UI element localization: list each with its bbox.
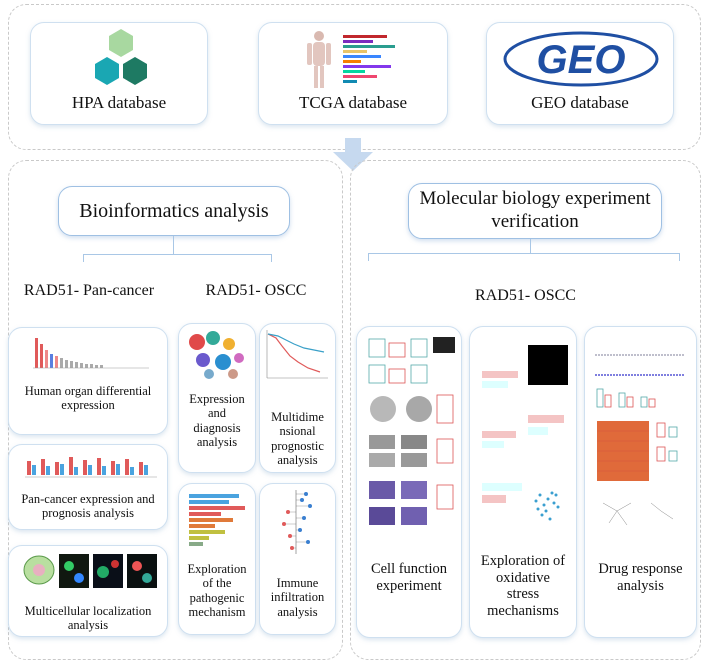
cell-function-thumbnail <box>368 337 455 525</box>
hpa-card: HPA database <box>30 22 208 125</box>
human-body-icon <box>307 31 395 88</box>
oscc-card-prognostic: Multidime nsional prognostic analysis <box>259 323 336 473</box>
oxidative-stress-card: Exploration of oxidative stress mechanis… <box>469 326 577 638</box>
pan-card-label: Human organ differential expression <box>24 384 152 413</box>
experiment-header: Molecular biology experiment verificatio… <box>408 183 662 239</box>
right-oscc-title: RAD51- OSCC <box>475 287 576 304</box>
geo-card: GEO GEO database <box>486 22 674 125</box>
pan-card-label: Multicellular localization analysis <box>24 604 152 633</box>
experiment-panel <box>350 160 701 660</box>
drug-response-card: Drug response analysis <box>584 326 697 638</box>
cell-images-thumbnail <box>23 554 157 588</box>
oscc-card-label: Multidime nsional prognostic analysis <box>271 410 324 468</box>
bioinformatics-title: Bioinformatics analysis <box>79 199 269 222</box>
pan-card-organ-expression: Human organ differential expression <box>8 327 168 435</box>
pan-card-label: Pan-cancer expression and prognosis anal… <box>21 492 155 521</box>
geo-logo-text: GEO <box>537 38 626 82</box>
drug-response-thumbnail <box>595 354 685 526</box>
tcga-card: TCGA database <box>258 22 448 125</box>
oxidative-stress-label: Exploration of oxidative stress mechanis… <box>480 553 566 620</box>
oscc-card-immune: Immune infiltration analysis <box>259 483 336 635</box>
umap-thumbnail <box>189 331 244 379</box>
oscc-card-label: Immune infiltration analysis <box>270 576 325 619</box>
bar-plot-thumbnail <box>33 338 149 369</box>
drug-response-label: Drug response analysis <box>598 561 683 594</box>
down-arrow-icon <box>333 138 373 171</box>
connector <box>173 236 174 254</box>
geo-logo-icon: GEO <box>503 31 659 87</box>
connector <box>83 254 84 262</box>
oscc-card-label: Expression and diagnosis analysis <box>189 392 245 450</box>
connector <box>368 253 680 254</box>
oscc-card-expression-diagnosis: Expression and diagnosis analysis <box>178 323 256 473</box>
enrichment-bar-thumbnail <box>189 494 245 546</box>
survival-curve-thumbnail <box>266 330 328 379</box>
cell-function-card: Cell function experiment <box>356 326 462 638</box>
pan-card-localization: Multicellular localization analysis <box>8 545 168 637</box>
hexagon-cluster-icon <box>95 29 147 85</box>
experiment-title: Molecular biology experiment verificatio… <box>419 188 651 232</box>
left-oscc-title: RAD51- OSCC <box>205 282 307 299</box>
connector <box>83 254 271 255</box>
boxplot-thumbnail <box>25 457 157 478</box>
connector <box>271 254 272 262</box>
pan-card-expression-prognosis: Pan-cancer expression and prognosis anal… <box>8 444 168 530</box>
connector <box>530 239 531 253</box>
lollipop-thumbnail <box>282 490 312 554</box>
cell-function-label: Cell function experiment <box>370 561 448 594</box>
oscc-card-label: Exploration of the pathogenic mechanism <box>187 562 247 620</box>
connector <box>679 253 680 261</box>
tcga-label: TCGA database <box>298 93 408 112</box>
oscc-card-pathogenic: Exploration of the pathogenic mechanism <box>178 483 256 635</box>
connector <box>368 253 369 261</box>
hpa-label: HPA database <box>71 93 167 112</box>
oxidative-stress-thumbnail <box>482 345 568 521</box>
pan-cancer-title: RAD51- Pan-cancer <box>23 282 155 299</box>
bioinformatics-header: Bioinformatics analysis <box>58 186 290 236</box>
geo-label: GEO database <box>531 93 629 112</box>
